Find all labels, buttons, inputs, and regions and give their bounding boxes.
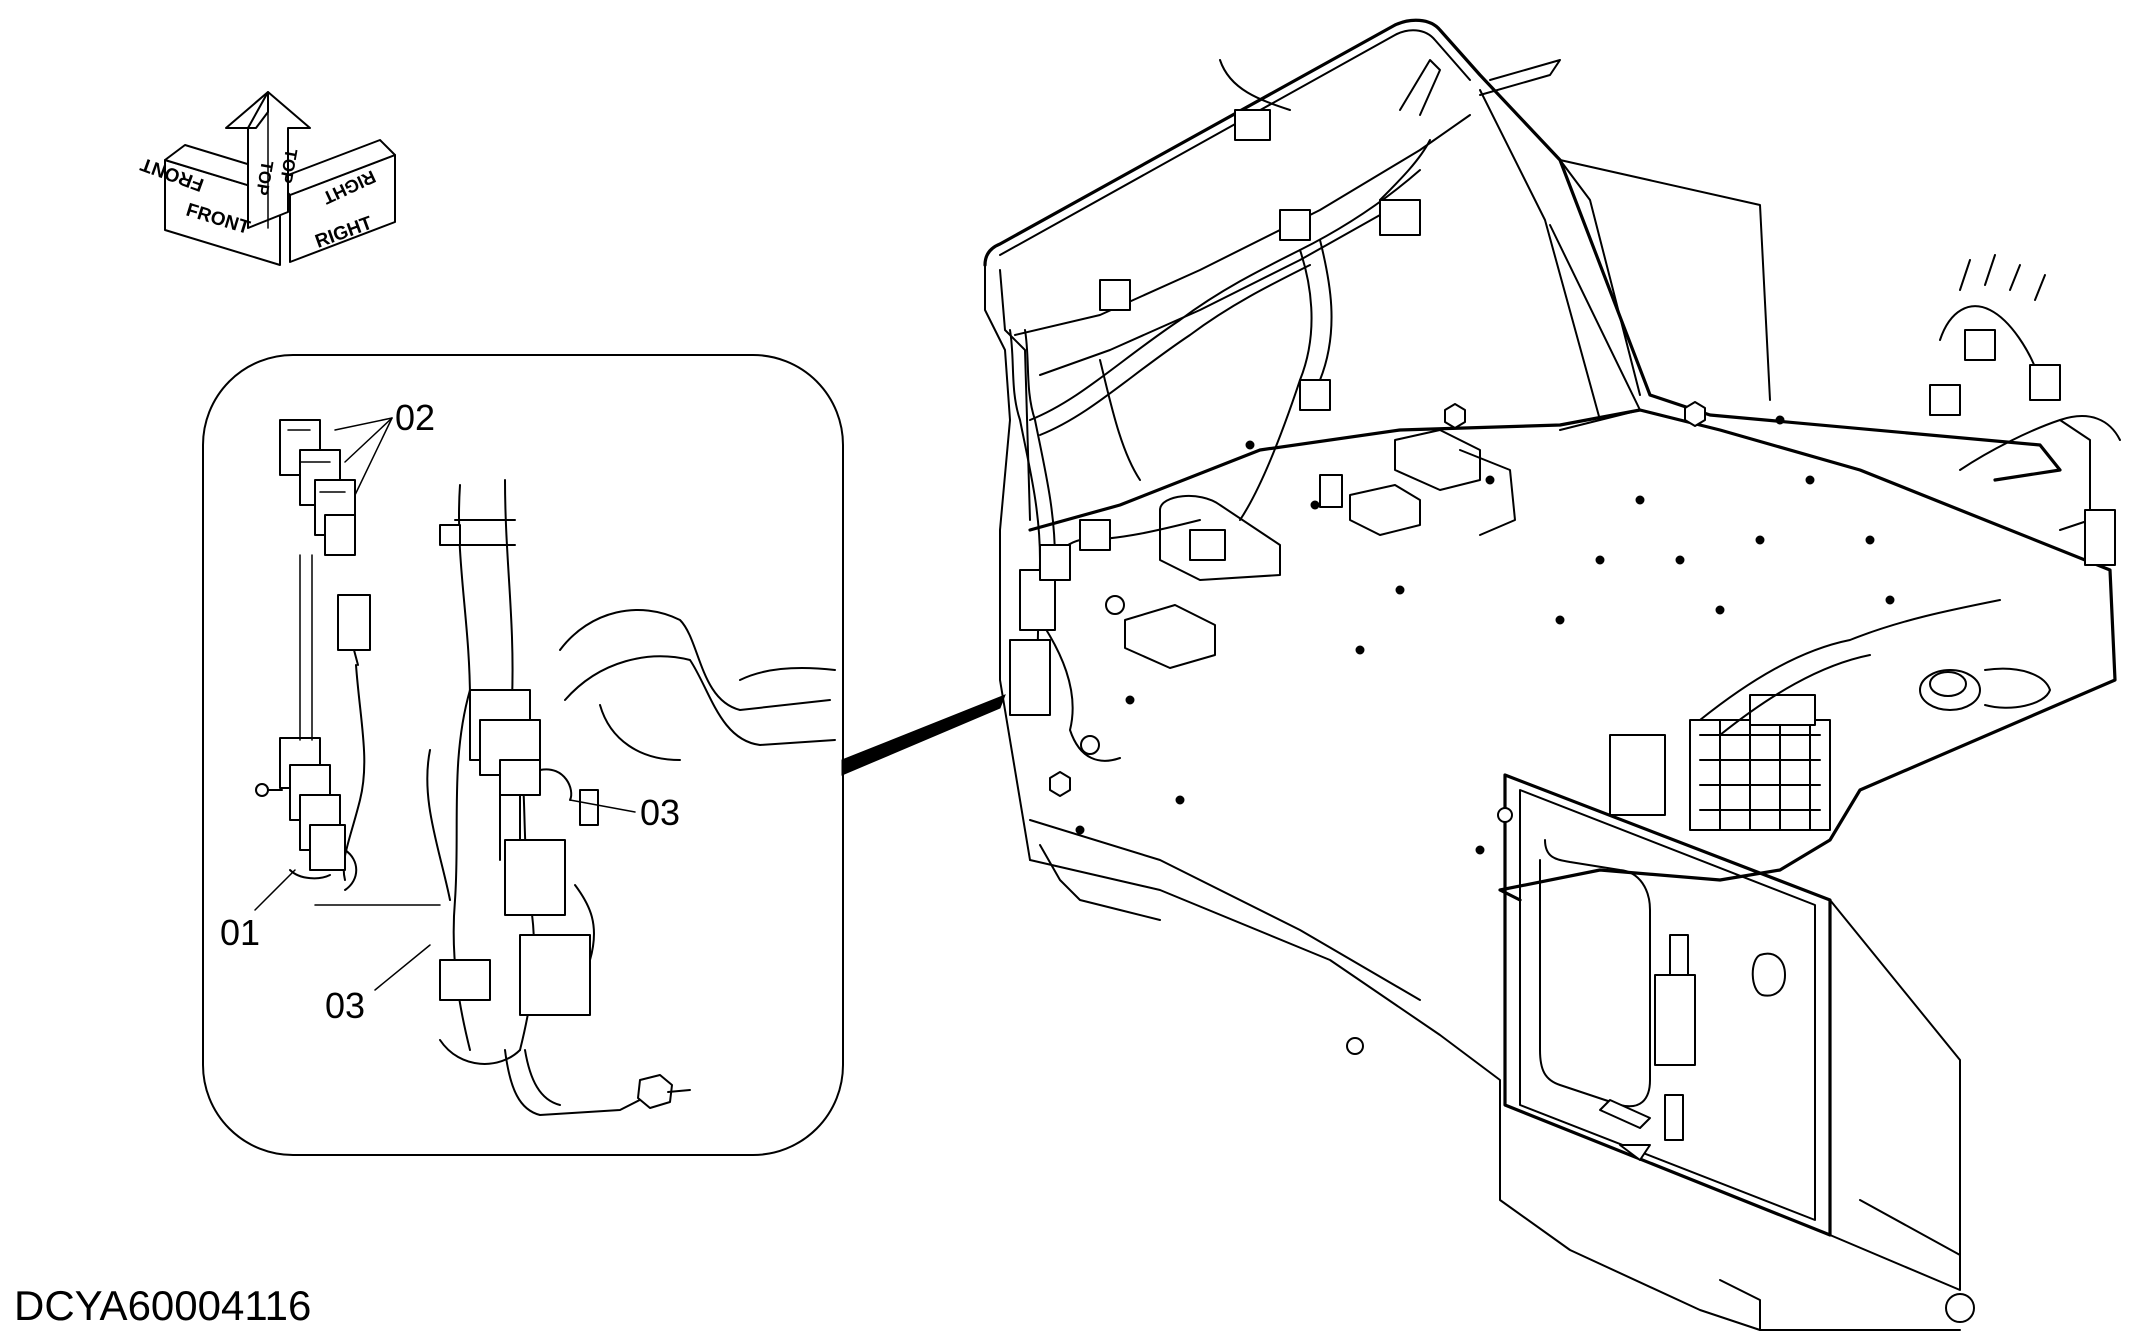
orientation-indicator: FRONT FRONT TOP TOP RIGHT RIGHT [138, 91, 396, 266]
floor-fasteners [1049, 401, 1895, 1055]
relay-group-01 [255, 737, 358, 891]
fuse-block [1609, 694, 1831, 831]
machine-frame [983, 18, 2121, 1331]
detail-view: 02 01 03 03 [202, 354, 844, 1156]
callout-03-lower: 03 [325, 985, 365, 1026]
figure-id: DCYA60004116 [14, 1282, 311, 1329]
callout-02: 02 [395, 397, 435, 438]
callout-01: 01 [220, 912, 260, 953]
callout-03-upper: 03 [640, 792, 680, 833]
detail-pointer [841, 694, 1006, 776]
wiring-harness [1009, 59, 2121, 762]
relay-group-02 [279, 419, 356, 556]
